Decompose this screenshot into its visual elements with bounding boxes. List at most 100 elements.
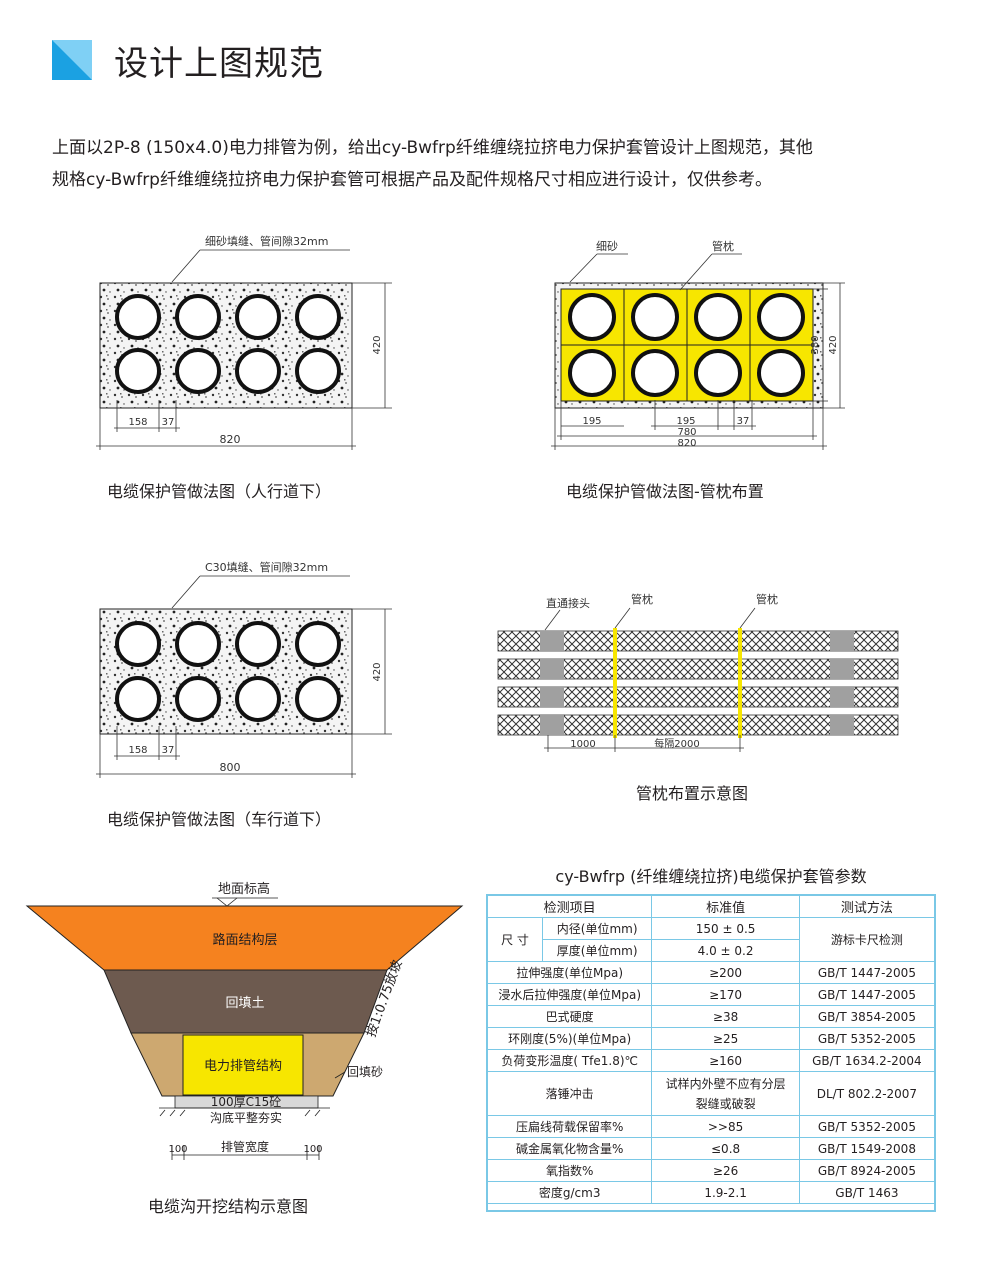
cell-item: 环刚度(5%)(单位Mpa) [486,1027,653,1050]
pillow-line [738,628,742,738]
joint [540,659,564,679]
fig5-base: 100厚C15砼 [211,1095,282,1109]
table-row: 碱金属氧化物含量% ≤0.8 GB/T 1549-2008 [486,1137,936,1160]
table-row: 拉伸强度(单位Mpa) ≥200 GB/T 1447-2005 [486,961,936,984]
intro-line-2: 规格cy-Bwfrp纤维缠绕拉挤电力保护套管可根据产品及配件规格尺寸相应进行设计… [52,170,772,190]
fig3-label: C30填缝、管间隙32mm [205,560,328,574]
fig1-dim-height: 420 [372,335,383,354]
pipe [235,621,281,667]
fig2-label-pillow: 管枕 [712,239,734,253]
pipe-row [497,658,899,680]
pipe-row [497,686,899,708]
cell-method: GB/T 1447-2005 [798,961,936,984]
fig5-base2: 沟底平整夯实 [210,1110,282,1125]
fig4-label-pillow1: 管枕 [631,592,653,606]
pipe [694,349,742,397]
heading-square-icon [52,40,92,80]
fig2-dim-outer-h: 420 [828,335,839,354]
fig2-dim-inner-w: 780 [677,427,696,438]
cell-item: 碱金属氧化物含量% [486,1137,653,1160]
pipe [631,349,679,397]
table-header-row: 检测项目 标准值 测试方法 [486,895,936,918]
fig4-dim-2000: 每隔2000 [654,737,699,750]
cell-method: DL/T 802.2-2007 [798,1071,936,1116]
table-row: 厚度(单位mm) 4.0 ± 0.2 [488,939,935,962]
table-row: 巴式硬度 ≥38 GB/T 3854-2005 [486,1005,936,1028]
cell-method: GB/T 1549-2008 [798,1137,936,1160]
fig4-caption: 管枕布置示意图 [636,784,749,803]
pipe-row [497,714,899,736]
fig5-pavement: 路面结构层 [212,932,277,948]
cell-method: GB/T 1634.2-2004 [798,1049,936,1072]
cell-method: 游标卡尺检测 [798,917,936,962]
pipe [295,621,341,667]
fig5-ground: 地面标高 [218,881,270,897]
cell-method: GB/T 5352-2005 [798,1115,936,1138]
cell-value: ≥170 [651,983,800,1006]
pipe [175,621,221,667]
figure-roadway: C30填缝、管间隙32mm 420 158 37 800 [96,560,392,778]
joint [540,715,564,735]
page-title: 设计上图规范 [114,43,324,84]
impact-value-line-2: 裂缝或破裂 [695,1096,756,1111]
col-header: 标准值 [651,895,800,918]
pipe [295,348,341,394]
figure-sidewalk: 细砂填缝、管间隙32mm 420 158 37 820 [96,234,392,450]
table-row: 环刚度(5%)(单位Mpa) ≥25 GB/T 5352-2005 [486,1027,936,1050]
joint [830,687,854,707]
cell-value: 1.9-2.1 [651,1181,800,1204]
fig3-caption: 电缆保护管做法图（车行道下） [107,810,332,829]
col-header: 检测项目 [486,895,653,918]
pipe [235,294,281,340]
pipe [295,294,341,340]
table-row: 压扁线荷载保留率% >>85 GB/T 5352-2005 [486,1115,936,1138]
cell-item: 负荷变形温度( Tfe1.8)℃ [486,1049,653,1072]
pipe [694,293,742,341]
cell-method: GB/T 8924-2005 [798,1159,936,1182]
figure-pillow-arrangement: 直通接头 管枕 管枕 1000 每隔2000 [497,592,899,752]
spec-table: 检测项目 标准值 测试方法 尺 寸 内径(单位mm) 150 ± 0.5 游标卡… [486,895,936,1204]
cell-value: ≥26 [651,1159,800,1182]
cell-item: 拉伸强度(单位Mpa) [486,961,653,984]
intro-paragraph: 上面以2P-8 (150x4.0)电力排管为例，给出cy-Bwfrp纤维缠绕拉挤… [52,132,952,196]
fig4-label-joint: 直通接头 [546,596,590,610]
cell-item: 密度g/cm3 [486,1181,653,1204]
fig3-dim-height: 420 [372,662,383,681]
pipe [568,293,616,341]
pipe [115,348,161,394]
cell-item: 压扁线荷载保留率% [486,1115,653,1138]
cell-item: 浸水后拉伸强度(单位Mpa) [486,983,653,1006]
fig5-sand: 回填砂 [347,1065,383,1079]
pipe [757,293,805,341]
cell-method: GB/T 1447-2005 [798,983,936,1006]
pipe [235,348,281,394]
cell-value: ≥38 [651,1005,800,1028]
section-heading: 设计上图规范 [52,36,324,84]
joint [830,631,854,651]
pipe [175,348,221,394]
fig4-dim-1000: 1000 [570,739,595,750]
duct-structure [182,1034,304,1096]
cell-value: >>85 [651,1115,800,1138]
table-row: 负荷变形温度( Tfe1.8)℃ ≥160 GB/T 1634.2-2004 [486,1049,936,1072]
pipe [175,676,221,722]
cell-value: 4.0 ± 0.2 [651,939,800,962]
fig1-dim-width: 820 [220,433,241,446]
fig2-dim-outer-w: 820 [677,438,696,449]
cell-item: 巴式硬度 [486,1005,653,1028]
joint [830,715,854,735]
fig1-dim-gap: 37 [162,417,175,428]
pillow-line [613,628,617,738]
cell-method: GB/T 5352-2005 [798,1027,936,1050]
cell-item: 落锤冲击 [486,1071,653,1116]
fig5-structure: 电力排管结构 [204,1059,282,1074]
fig1-caption: 电缆保护管做法图（人行道下） [107,482,332,501]
pipe [175,294,221,340]
table-row: 落锤冲击 试样内外壁不应有分层 裂缝或破裂 DL/T 802.2-2007 [486,1071,936,1116]
cell-item: 内径(单位mm) [541,917,653,940]
pipe [115,676,161,722]
cell-method: GB/T 1463 [798,1181,936,1204]
cell-method: GB/T 3854-2005 [798,1005,936,1028]
fig1-dim-pipe: 158 [128,417,147,428]
